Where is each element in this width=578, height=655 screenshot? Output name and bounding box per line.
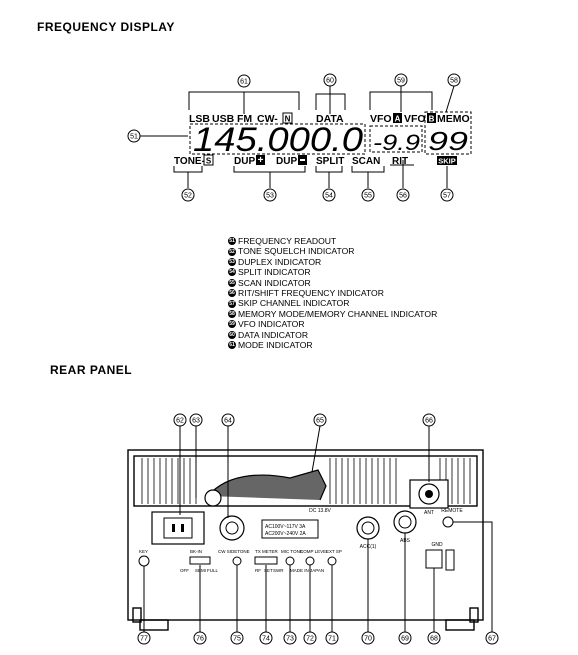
svg-text:OFF: OFF (180, 568, 189, 573)
svg-text:TONE-: TONE- (174, 156, 205, 167)
svg-text:SCAN: SCAN (352, 156, 380, 167)
callout-59: 59 (397, 78, 405, 85)
ac-rating-2: AC200V~240V 2A (265, 531, 306, 537)
rear-callouts-top: 62 63 64 65 66 (173, 413, 436, 427)
svg-text:DUP: DUP (234, 156, 255, 167)
svg-text:68: 68 (430, 636, 438, 643)
remote-jack (442, 516, 454, 528)
svg-text:76: 76 (196, 636, 204, 643)
svg-text:74: 74 (262, 636, 270, 643)
svg-text:N: N (285, 115, 291, 124)
rear-jacks (138, 555, 337, 567)
svg-text:71: 71 (328, 636, 336, 643)
acc1-jack (356, 516, 380, 540)
svg-text:EXT SP: EXT SP (326, 549, 342, 554)
svg-text:USB: USB (212, 113, 235, 125)
callout-55: 55 (364, 193, 372, 200)
rear-callouts-bottom: 77 76 75 74 73 72 71 70 69 68 67 (137, 631, 499, 645)
svg-text:62: 62 (176, 418, 184, 425)
svg-text:FULL: FULL (207, 568, 219, 573)
callout-60: 60 (326, 78, 334, 85)
svg-text:REMOTE: REMOTE (441, 508, 463, 514)
svg-text:65: 65 (316, 418, 324, 425)
rit-offset-readout: -9.9 (373, 130, 420, 155)
callout-56: 56 (399, 193, 407, 200)
svg-text:SWR: SWR (273, 568, 284, 573)
frequency-display-title: FREQUENCY DISPLAY (37, 20, 175, 34)
svg-text:MIC TONE: MIC TONE (281, 549, 303, 554)
svg-text:70: 70 (364, 636, 372, 643)
ac-rating-1: AC100V~117V 3A (265, 524, 306, 530)
svg-text:KEY: KEY (139, 549, 148, 554)
svg-text:DATA: DATA (316, 113, 344, 125)
svg-text:BK-IN: BK-IN (190, 549, 202, 554)
svg-text:RF: RF (255, 568, 261, 573)
svg-text:TX METER: TX METER (255, 549, 279, 554)
svg-text:CW-: CW- (257, 113, 278, 125)
svg-text:S: S (206, 157, 212, 166)
callout-57: 57 (443, 193, 451, 200)
freq-callouts: 61 60 59 58 51 52 53 54 55 56 57 (127, 73, 461, 202)
svg-text:SET: SET (264, 568, 273, 573)
frequency-display-diagram: 61 60 59 58 51 52 53 54 55 56 57 LSB USB… (127, 73, 472, 202)
ground-terminal (425, 549, 443, 569)
svg-text:RIT: RIT (392, 156, 408, 167)
svg-text:69: 69 (401, 636, 409, 643)
svg-text:B: B (429, 115, 435, 124)
svg-text:67: 67 (488, 636, 496, 643)
callout-54: 54 (325, 193, 333, 200)
rear-panel-diagram: DC 13.8V AC100V~117V 3A AC200V~240V 2A A… (127, 413, 499, 645)
rear-panel-title: REAR PANEL (50, 363, 133, 377)
svg-text:VFO: VFO (370, 113, 392, 125)
callout-52: 52 (184, 193, 192, 200)
svg-text:64: 64 (224, 418, 232, 425)
svg-text:COMP LEVEL: COMP LEVEL (300, 549, 329, 554)
svg-text:MEMO: MEMO (437, 113, 470, 125)
svg-text:VFO: VFO (404, 113, 426, 125)
mode-labels: LSB USB FM CW- N DATA VFO A VFO B MEMO (189, 112, 470, 125)
svg-text:SKIP: SKIP (438, 157, 456, 166)
svg-text:DUP: DUP (276, 156, 297, 167)
svg-text:A: A (395, 115, 401, 124)
svg-text:CW SIDETONE: CW SIDETONE (218, 549, 250, 554)
svg-text:77: 77 (140, 636, 148, 643)
svg-text:SEMI: SEMI (195, 568, 206, 573)
svg-text:LSB: LSB (189, 113, 210, 125)
frequency-readout: 145.000.0 (193, 121, 363, 159)
dc-label: DC 13.8V (309, 508, 331, 514)
memory-channel-readout: 99 (428, 126, 468, 156)
svg-text:ANT: ANT (424, 510, 434, 516)
svg-text:MADE IN JAPAN: MADE IN JAPAN (290, 568, 324, 573)
abs-jack (393, 510, 417, 534)
svg-text:+: + (258, 155, 264, 166)
svg-text:75: 75 (233, 636, 241, 643)
fuse-holder (219, 515, 245, 541)
svg-text:73: 73 (286, 636, 294, 643)
svg-text:SPLIT: SPLIT (316, 156, 344, 167)
svg-text:72: 72 (306, 636, 314, 643)
callout-53: 53 (266, 193, 274, 200)
callout-51: 51 (130, 134, 138, 141)
rear-jack-labels: KEY BK-IN OFF SEMI FULL CW SIDETONE TX M… (139, 549, 342, 573)
svg-text:FM: FM (237, 113, 252, 125)
svg-text:GND: GND (431, 542, 443, 548)
svg-text:66: 66 (425, 418, 433, 425)
callout-61: 61 (240, 79, 248, 86)
indicator-labels: TONE- S DUP + DUP SPLIT SCAN RIT SKIP (174, 154, 457, 167)
svg-text:63: 63 (192, 418, 200, 425)
callout-58: 58 (450, 78, 458, 85)
